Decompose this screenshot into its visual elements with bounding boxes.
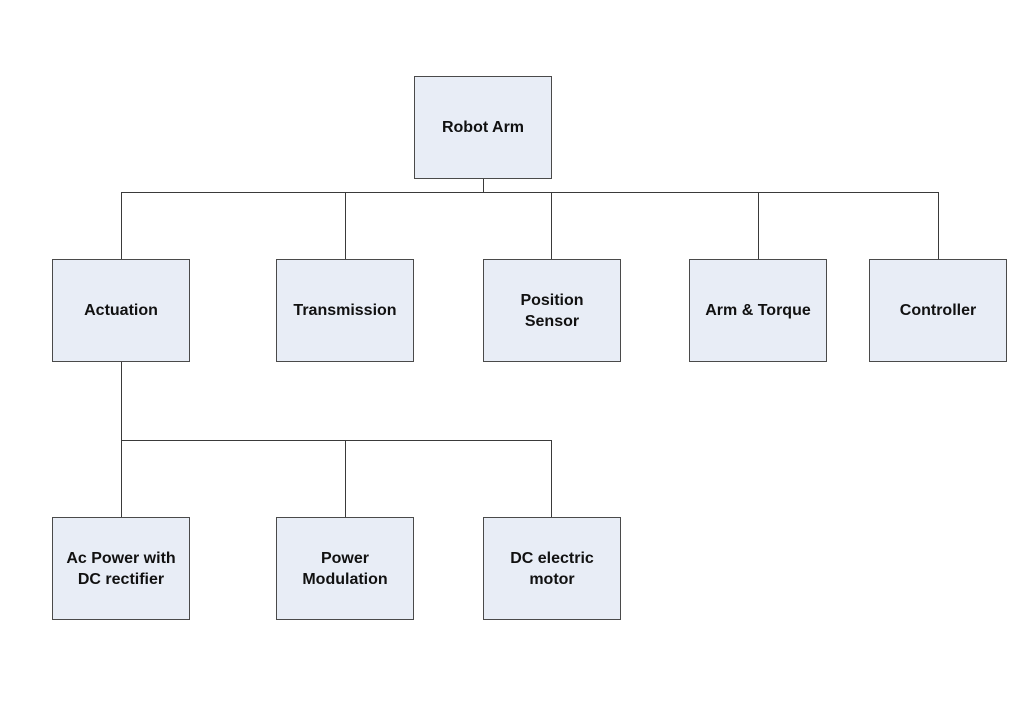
node-arm-torque: Arm & Torque (689, 259, 827, 362)
connector-level2-bus (121, 440, 552, 441)
node-label: Ac Power with DC rectifier (66, 549, 176, 588)
node-label: Arm & Torque (705, 302, 811, 319)
node-controller: Controller (869, 259, 1007, 362)
connector-to-actuation (121, 192, 122, 260)
connector-root-down (483, 179, 484, 193)
connector-to-controller (938, 192, 939, 260)
node-robot-arm: Robot Arm (414, 76, 552, 179)
node-label: Robot Arm (441, 119, 525, 136)
connector-to-dc-motor (551, 440, 552, 518)
connector-to-transmission (345, 192, 346, 260)
node-dc-motor: DC electric motor (483, 517, 621, 620)
node-transmission: Transmission (276, 259, 414, 362)
node-ac-power: Ac Power with DC rectifier (52, 517, 190, 620)
connector-level1-bus (121, 192, 939, 193)
connector-to-arm-torque (758, 192, 759, 260)
node-label: DC electric motor (510, 549, 594, 588)
node-label: Power Modulation (302, 549, 388, 588)
node-actuation: Actuation (52, 259, 190, 362)
node-label: Actuation (84, 302, 158, 319)
node-position-sensor: Position Sensor (483, 259, 621, 362)
node-label: Position Sensor (520, 291, 584, 330)
connector-actuation-down (121, 361, 122, 518)
node-label: Controller (899, 302, 977, 319)
node-power-modulation: Power Modulation (276, 517, 414, 620)
node-label: Transmission (293, 302, 397, 319)
connector-to-power-modulation (345, 440, 346, 518)
connector-to-position-sensor (551, 192, 552, 260)
